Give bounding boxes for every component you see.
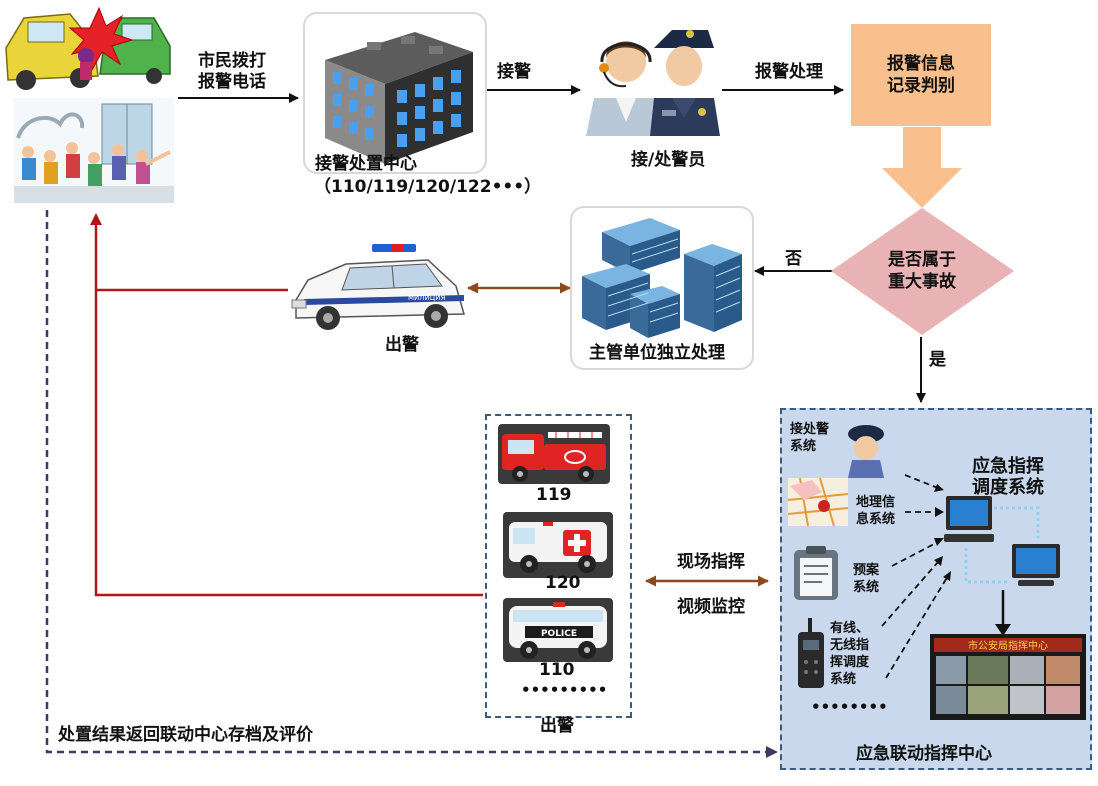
dispatch-label-bottom: 出警: [540, 716, 574, 736]
police-car-illustration: МИЛИЦИЯ: [288, 242, 468, 334]
car-accident-illustration: [4, 4, 172, 92]
call-label: 市民拨打 报警电话: [198, 51, 266, 92]
alarm-center-title: 接警处置中心: [315, 154, 417, 174]
police-car-text: МИЛИЦИЯ: [408, 294, 445, 302]
feedback-label: 处置结果返回联动中心存档及评价: [58, 725, 313, 745]
screen-banner-text: 市公安局指挥中心: [968, 639, 1048, 652]
alarm-center-box: [303, 12, 487, 174]
record-label-line1: 报警信息: [887, 54, 955, 74]
vehicle-label-119: 119: [536, 485, 572, 505]
monitor-icon: [1012, 544, 1060, 586]
ec-system-gis-label: 地理信 息系统: [856, 495, 896, 527]
video-label: 视频监控: [677, 597, 745, 617]
monitor-icon: [944, 496, 994, 542]
orange-down-arrow: [882, 127, 962, 208]
process-label: 报警处理: [755, 62, 823, 82]
staff-label: 接/处警员: [631, 150, 706, 170]
operator-police-illustration: [580, 18, 722, 136]
yes-label: 是: [929, 350, 946, 370]
receive-label: 接警: [497, 62, 531, 82]
command-screen-icon: 市公安局指挥中心: [930, 634, 1086, 720]
field-command-label: 现场指挥: [677, 552, 745, 572]
radio-icon: [798, 618, 824, 688]
vehicles-box: [485, 414, 632, 718]
police-bus-icon: POLICE: [503, 598, 613, 662]
vehicle-label-120: 120: [545, 573, 581, 593]
feedback-dashed-line: [45, 210, 778, 758]
red-return-line: [90, 213, 483, 597]
vehicle-label-110: 110: [539, 660, 575, 680]
fire-truck-icon: [498, 424, 610, 484]
ec-title: 应急指挥 调度系统: [972, 456, 1044, 498]
city-buildings-icon: [582, 218, 742, 338]
dispatch-label-top: 出警: [385, 335, 419, 355]
decision-label: 是否属于 重大事故: [888, 250, 956, 292]
ec-system-police-label: 接处警 系统: [790, 422, 830, 454]
ec-system-radio-label: 有线、 无线指 挥调度 系统: [830, 621, 870, 687]
office-building-icon: [325, 32, 473, 164]
ec-center-label: 应急联动指挥中心: [856, 744, 992, 764]
record-label-line2: 记录判别: [887, 76, 955, 96]
vehicle-label-more: •••••••••: [521, 681, 608, 699]
decision-diamond: [831, 208, 1014, 335]
ec-system-plan-label: 预案 系统: [853, 563, 880, 595]
map-icon: [787, 477, 849, 527]
police-officer-icon: [848, 425, 884, 478]
alarm-center-numbers: （110/119/120/122•••）: [314, 177, 542, 197]
crowd-illustration: [14, 98, 174, 203]
independent-label: 主管单位独立处理: [589, 343, 725, 363]
ec-system-more-label: ••••••••: [811, 698, 888, 716]
independent-units-box: [570, 206, 754, 370]
ambulance-icon: [503, 512, 613, 578]
clipboard-icon: [794, 546, 838, 600]
no-label: 否: [785, 249, 802, 269]
police-bus-text: POLICE: [541, 629, 577, 639]
record-box: 报警信息 记录判别: [851, 24, 991, 126]
